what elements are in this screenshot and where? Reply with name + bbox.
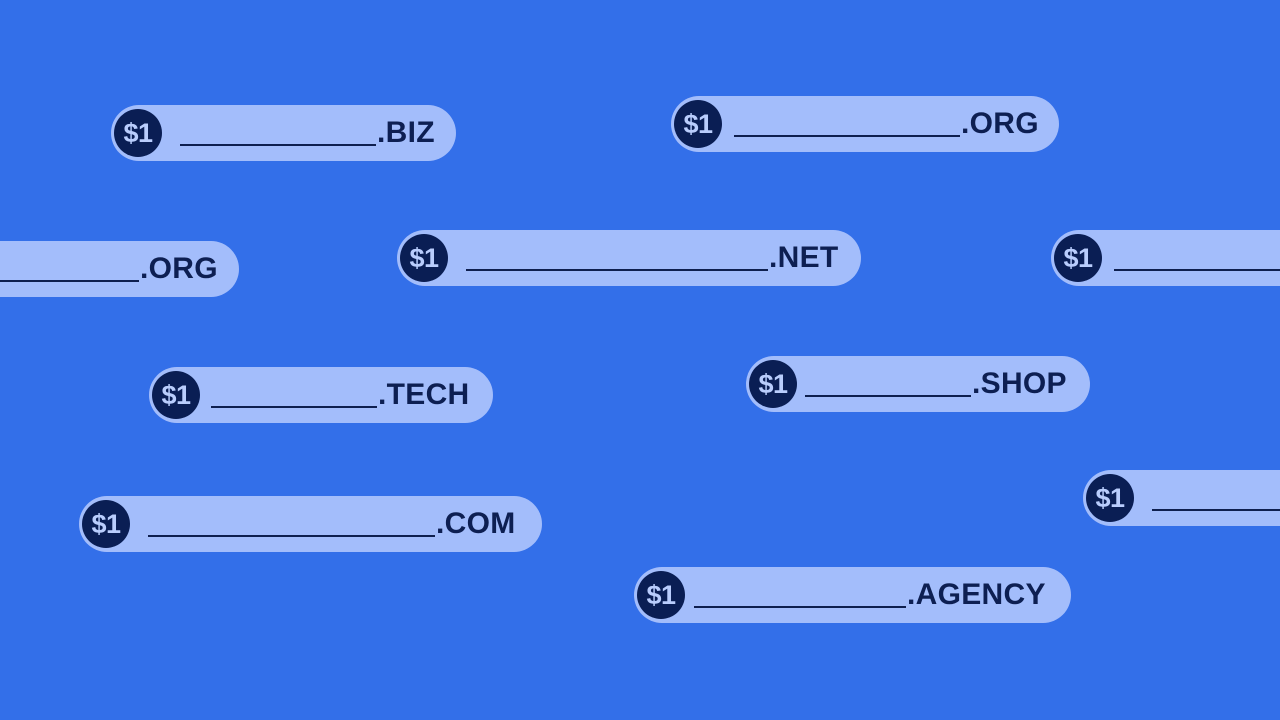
- domain-pill-cutoff-right: $1: [1051, 230, 1280, 286]
- blank-line: [148, 535, 435, 537]
- blank-line: [1114, 269, 1280, 271]
- tld-label: .ORG: [961, 107, 1039, 140]
- blank-line: [180, 144, 376, 146]
- blank-line: [805, 395, 971, 397]
- price-label: $1: [123, 117, 153, 148]
- domain-pill-agency: $1 .AGENCY: [634, 567, 1071, 623]
- blank-line: [1152, 509, 1280, 511]
- price-badge: $1: [675, 101, 721, 147]
- price-badge: $1: [1087, 475, 1133, 521]
- price-badge: $1: [401, 235, 447, 281]
- price-badge: $1: [83, 501, 129, 547]
- price-label: $1: [683, 108, 713, 139]
- domain-pill-net: $1 .NET: [397, 230, 861, 286]
- price-label: $1: [91, 508, 121, 539]
- domain-pill-biz: $1 .BIZ: [111, 105, 456, 161]
- price-badge: $1: [750, 361, 796, 407]
- price-label: $1: [409, 242, 439, 273]
- blank-line: [694, 606, 906, 608]
- domain-pill-org-top: $1 .ORG: [671, 96, 1059, 152]
- tld-label: .TECH: [378, 378, 470, 411]
- price-badge: $1: [115, 110, 161, 156]
- tld-label: .COM: [436, 507, 516, 540]
- tld-label: .BIZ: [377, 116, 435, 149]
- price-badge: $1: [638, 572, 684, 618]
- domain-pill-tech: $1 .TECH: [149, 367, 493, 423]
- price-badge: $1: [1055, 235, 1101, 281]
- tld-label: .ORG: [140, 252, 218, 285]
- blank-line: [211, 406, 377, 408]
- price-label: $1: [161, 379, 191, 410]
- blank-line: [734, 135, 960, 137]
- price-label: $1: [646, 579, 676, 610]
- tld-label: .AGENCY: [907, 578, 1046, 611]
- price-label: $1: [1063, 242, 1093, 273]
- domain-pill-com: $1 .COM: [79, 496, 542, 552]
- blank-line: [0, 280, 139, 282]
- domain-pill-shop: $1 .SHOP: [746, 356, 1090, 412]
- price-badge: $1: [153, 372, 199, 418]
- tld-label: .SHOP: [972, 367, 1067, 400]
- blank-line: [466, 269, 768, 271]
- domain-pill-org-left: .ORG: [0, 241, 239, 297]
- price-label: $1: [1095, 482, 1125, 513]
- price-label: $1: [758, 368, 788, 399]
- tld-label: .NET: [769, 241, 839, 274]
- domain-pill-cutoff-lower-right: $1: [1083, 470, 1280, 526]
